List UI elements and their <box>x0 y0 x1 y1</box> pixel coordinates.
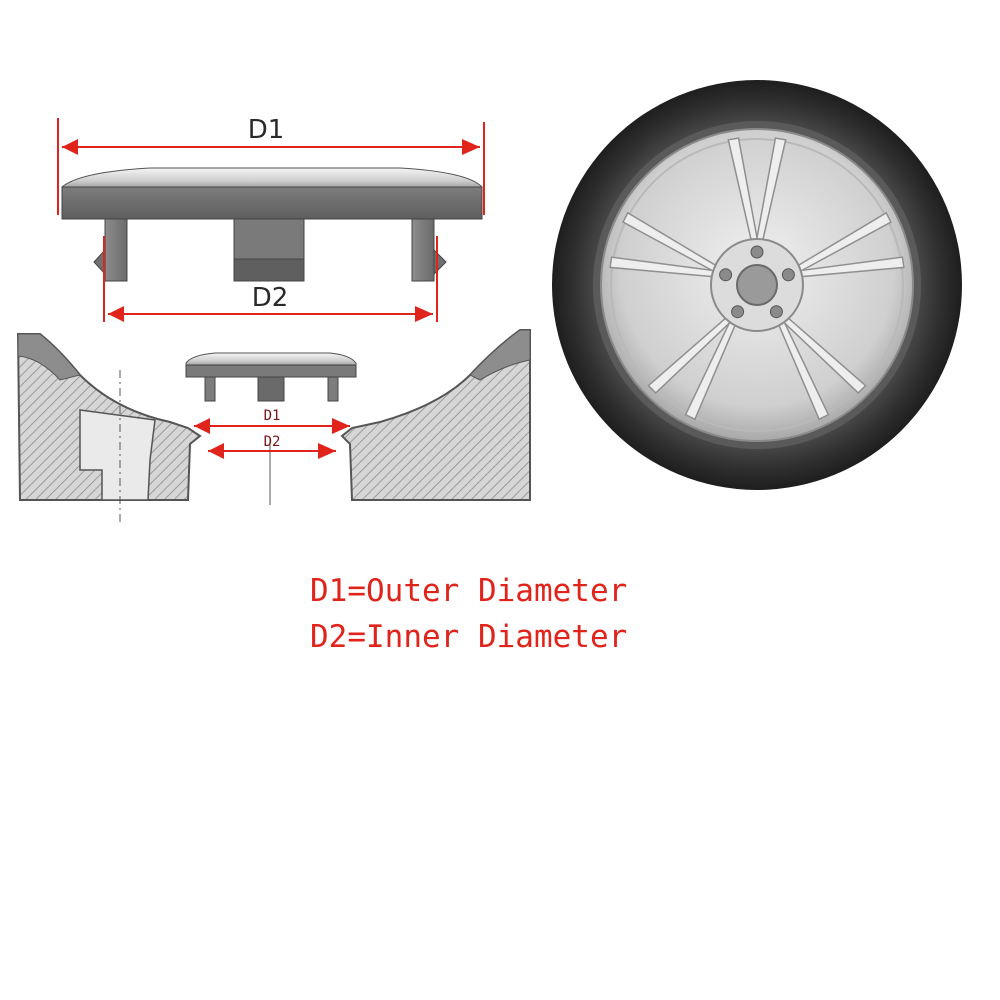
legend-inner-diameter: D2=Inner Diameter <box>310 619 628 655</box>
hub-cross-section: D1 D2 <box>16 329 531 525</box>
lug-nut <box>769 305 783 319</box>
bolt-bore <box>79 409 156 501</box>
section-d1-label: D1 <box>264 408 281 424</box>
cap-center-post <box>233 218 305 282</box>
lug-nut <box>781 268 795 282</box>
cap-dome <box>61 167 483 190</box>
lug-nuts <box>719 245 795 319</box>
cap-side-view: D1 D2 <box>57 115 485 322</box>
lug-nut <box>731 305 745 319</box>
cap-d1-label: D1 <box>248 115 285 145</box>
cap-leg-right <box>411 218 447 282</box>
small-cap <box>185 352 357 402</box>
lug-nut <box>719 268 733 282</box>
cap-leg-left <box>93 218 128 282</box>
cap-d2-label: D2 <box>252 283 289 313</box>
legend-outer-diameter: D1=Outer Diameter <box>310 573 628 609</box>
lug-nut <box>750 245 764 259</box>
spokes <box>609 137 905 421</box>
center-bore <box>736 264 778 306</box>
cap-rim <box>61 186 483 220</box>
wheel-illustration <box>552 80 962 490</box>
dimension-legend: D1=Outer Diameter D2=Inner Diameter <box>310 568 730 660</box>
section-d2-label: D2 <box>264 434 281 450</box>
